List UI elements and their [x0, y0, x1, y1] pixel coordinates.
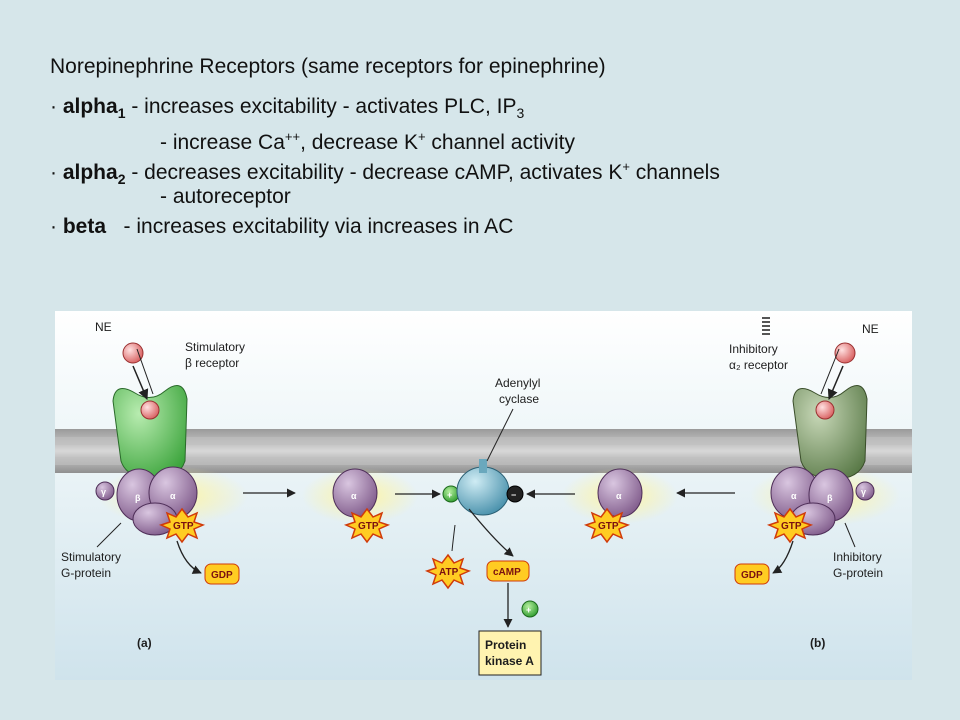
pointer-line	[136, 348, 154, 395]
plus-label: +	[526, 605, 531, 615]
gamma-subunit-label: γ	[861, 487, 866, 497]
receptor-name: alpha	[62, 161, 118, 184]
camp-box	[486, 560, 530, 582]
alpha-subunit-label: α	[170, 491, 176, 501]
binding-arrow	[132, 365, 149, 400]
gtp-star-icon	[583, 507, 631, 544]
text-content: Norepinephrine Receptors (same receptors…	[50, 52, 720, 242]
cont-text: , decrease K	[300, 131, 418, 154]
stim-receptor-label-2: β receptor	[185, 356, 239, 370]
cyclase-stem	[479, 459, 487, 473]
gtp-label: GTP	[598, 521, 619, 532]
beta-subunit-label: β	[135, 493, 141, 503]
stimulate-plus-icon	[521, 600, 539, 618]
alpha-subunit-label: α	[616, 491, 622, 501]
gdp-label: GDP	[741, 570, 763, 581]
inhib-gprotein-label-2: G-protein	[833, 566, 883, 580]
small-figure-icon	[762, 317, 770, 335]
bullet-alpha1-cont: - increase Ca++, decrease K+ channel act…	[50, 122, 720, 154]
ne-label-right: NE	[862, 322, 879, 336]
cont-text: channel activity	[425, 131, 575, 154]
receptor-name: beta	[62, 215, 107, 238]
pointer-line	[844, 522, 856, 548]
bullet-text: - increases excitability - activates PLC…	[125, 95, 517, 118]
plus-label: +	[447, 490, 452, 500]
cont-sup: ++	[284, 129, 301, 144]
gdp-label: GDP	[211, 570, 233, 581]
pka-label-2: kinase A	[485, 654, 534, 668]
gdp-arrow	[176, 540, 202, 574]
stimulatory-beta-receptor	[112, 385, 188, 480]
receptor-subscript: 1	[117, 105, 126, 121]
gamma-subunit-label: γ	[101, 487, 106, 497]
stim-gprotein-label: Stimulatory	[61, 550, 121, 564]
bullet-beta: · beta - increases excitability via incr…	[50, 212, 720, 242]
gtp-star-icon	[343, 507, 391, 544]
cont-sup: +	[417, 129, 426, 144]
atp-label: ATP	[439, 567, 459, 578]
inhibitory-alpha2-receptor	[792, 385, 868, 480]
stim-receptor-label: Stimulatory	[185, 340, 245, 354]
gdp-box	[204, 563, 240, 585]
gtp-star-icon	[766, 507, 814, 544]
gtp-label: GTP	[173, 521, 194, 532]
inhib-gprotein-label: Inhibitory	[833, 550, 882, 564]
ne-label-left: NE	[95, 320, 112, 334]
ne-ligand-icon	[834, 342, 856, 364]
pka-label: Protein	[485, 638, 526, 652]
receptor-subscript: 2	[117, 171, 126, 187]
bullet-alpha1: · alpha1 - increases excitability - acti…	[50, 92, 720, 122]
protein-kinase-a-box	[478, 630, 542, 676]
cyclase-label: cyclase	[499, 392, 539, 406]
bullet-dot: ·	[50, 161, 57, 184]
cont-text: - autoreceptor	[160, 185, 291, 208]
cont-text: - increase Ca	[160, 131, 285, 154]
panel-b-label: (b)	[810, 636, 825, 650]
bullet-text-end: channels	[629, 161, 720, 184]
text-subscript: 3	[516, 105, 525, 121]
receptor-name: alpha	[62, 95, 118, 118]
pointer-line	[486, 408, 514, 462]
ne-ligand-bound-icon	[815, 400, 835, 420]
bullet-text: - decreases excitability - decrease cAMP…	[125, 161, 623, 184]
bullet-dot: ·	[50, 215, 57, 238]
pointer-line	[820, 348, 840, 395]
binding-arrow	[827, 365, 844, 400]
adenylyl-label: Adenylyl	[495, 376, 540, 390]
receptor-diagram: NE Stimulatory β receptor β α γ GTP GDP …	[55, 311, 912, 680]
text-sup: +	[622, 159, 630, 174]
alpha-subunit-label: α	[351, 491, 357, 501]
bullet-text: - increases excitability via increases i…	[106, 215, 514, 238]
gdp-box	[734, 563, 770, 585]
ne-ligand-icon	[122, 342, 144, 364]
alpha-subunit-label: α	[791, 491, 797, 501]
minus-label: −	[511, 490, 516, 500]
camp-label: cAMP	[493, 567, 521, 578]
camp-arrow	[468, 508, 514, 557]
bullet-alpha2: · alpha2 - decreases excitability - decr…	[50, 152, 720, 187]
atp-star-icon	[424, 553, 472, 590]
stim-gprotein-label-2: G-protein	[61, 566, 111, 580]
panel-a-label: (a)	[137, 636, 152, 650]
bullet-dot: ·	[50, 95, 57, 118]
inhib-receptor-label: Inhibitory	[729, 342, 778, 356]
inhib-receptor-label-2: α₂ receptor	[729, 358, 788, 372]
beta-subunit-label: β	[827, 493, 833, 503]
gtp-label: GTP	[781, 521, 802, 532]
gtp-label: GTP	[358, 521, 379, 532]
atp-arrow	[451, 524, 456, 552]
ne-ligand-bound-icon	[140, 400, 160, 420]
bullet-alpha2-cont: - autoreceptor	[50, 182, 720, 212]
adenylyl-cyclase	[456, 466, 510, 516]
pointer-line	[96, 522, 122, 548]
slide-title: Norepinephrine Receptors (same receptors…	[50, 55, 606, 78]
gtp-star-icon	[158, 507, 206, 544]
inhibit-minus-icon	[506, 485, 524, 503]
gdp-arrow	[772, 540, 794, 574]
